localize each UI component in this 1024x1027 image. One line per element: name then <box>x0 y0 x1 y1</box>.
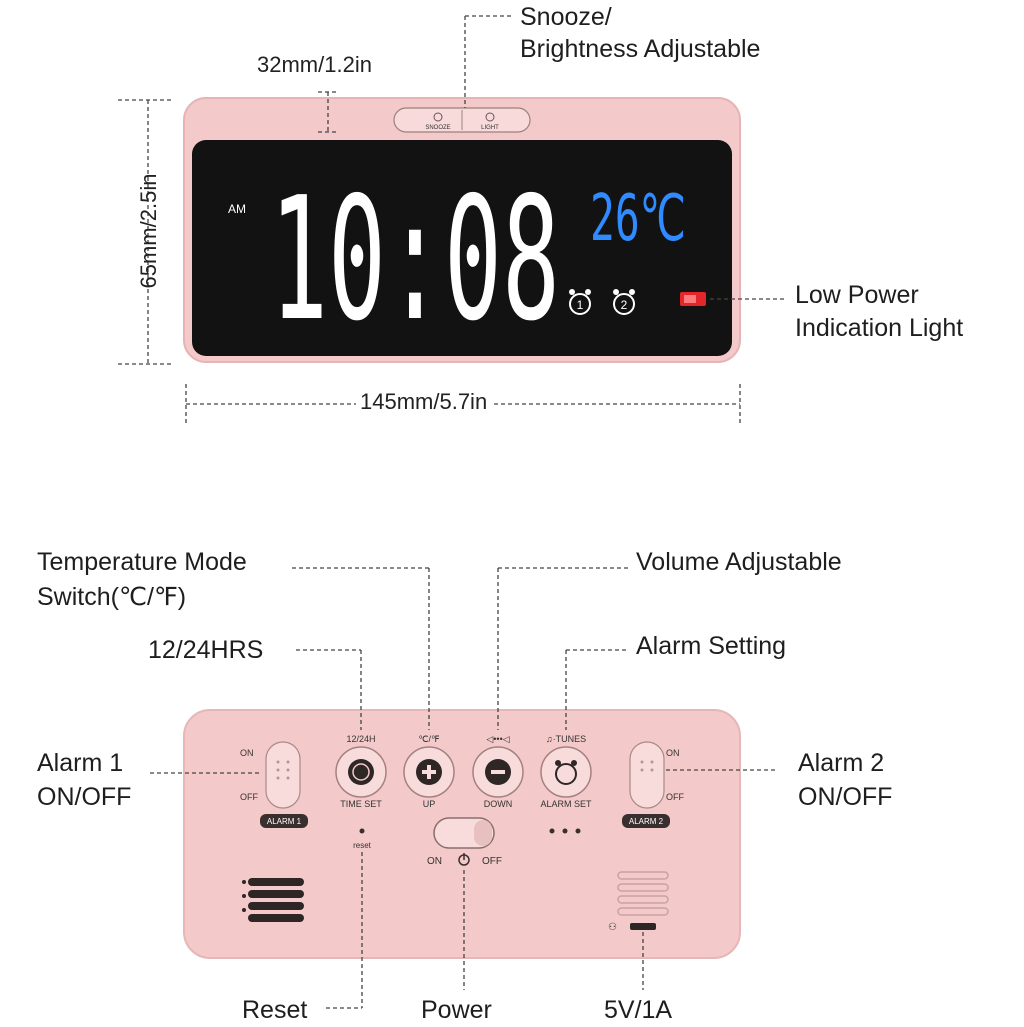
svg-text:UP: UP <box>423 799 436 809</box>
label-volume: Volume Adjustable <box>636 548 842 576</box>
light-icon <box>485 112 495 122</box>
label-12-24hrs: 12/24HRS <box>148 636 264 664</box>
reset-hole <box>359 828 365 834</box>
label-snooze-line2: Brightness Adjustable <box>520 35 761 63</box>
label-low-power-line2: Indication Light <box>795 314 964 342</box>
label-low-power-line1: Low Power <box>795 281 919 309</box>
label-alarm-setting: Alarm Setting <box>636 632 787 660</box>
svg-text:♫·TUNES: ♫·TUNES <box>546 734 586 744</box>
svg-text:ON: ON <box>427 856 442 867</box>
snooze-icon <box>433 112 443 122</box>
svg-text:OFF: OFF <box>482 856 502 867</box>
front-clock: SNOOZE LIGHT AM 10:08 26℃ 1 2 <box>183 97 741 363</box>
label-usb: 5V/1A <box>604 996 673 1024</box>
svg-text:℃/℉: ℃/℉ <box>418 734 440 744</box>
time-display: 10:08 <box>270 161 560 359</box>
speaker-grill-right <box>617 871 669 916</box>
label-snooze-line1: Snooze/ <box>520 3 612 31</box>
clock-icon <box>352 763 370 781</box>
minus-icon <box>491 770 505 774</box>
svg-text:ALARM SET: ALARM SET <box>540 799 592 809</box>
time-set-button: 12/24H TIME SET <box>335 734 387 809</box>
label-reset: Reset <box>242 996 308 1024</box>
alarm-2-icon: 2 <box>613 289 635 315</box>
back-clock: ON OFF ALARM 1 ON OFF ALARM 2 12/24H TIM… <box>183 709 741 959</box>
alarm-clock-icon <box>555 763 577 785</box>
label-alarm2-line2: ON/OFF <box>798 783 893 811</box>
alarm-2-switch <box>629 741 665 809</box>
dim-button-width: 32mm/1.2in <box>257 52 372 78</box>
label-alarm1-line2: ON/OFF <box>37 783 132 811</box>
usb-port <box>630 923 656 930</box>
alarm-set-button: ♫·TUNES ALARM SET <box>540 734 592 809</box>
speaker-grill-left <box>242 878 304 922</box>
svg-text:12/24H: 12/24H <box>346 734 375 744</box>
svg-text:ALARM 2: ALARM 2 <box>629 817 664 826</box>
svg-text:TIME SET: TIME SET <box>340 799 382 809</box>
dim-height: 65mm/2.5in <box>136 173 161 289</box>
svg-text:DOWN: DOWN <box>484 799 513 809</box>
indicator-dots <box>549 828 581 834</box>
svg-text:ON: ON <box>666 748 680 758</box>
alarm-1-icon: 1 <box>569 289 591 315</box>
clock-screen <box>192 140 732 356</box>
svg-text:ALARM 1: ALARM 1 <box>267 817 302 826</box>
svg-text:reset: reset <box>353 841 372 850</box>
svg-text:OFF: OFF <box>240 792 258 802</box>
alarm-1-switch <box>265 741 301 809</box>
dim-width: 145mm/5.7in <box>356 389 492 415</box>
svg-text:◁•••◁: ◁•••◁ <box>486 734 509 744</box>
label-alarm1-line1: Alarm 1 <box>37 749 124 777</box>
svg-text:2: 2 <box>621 298 628 312</box>
temperature-display: 26℃ <box>590 182 686 256</box>
alarm-2-tag <box>622 814 670 828</box>
down-button: ◁•••◁ DOWN <box>472 734 524 809</box>
label-temp-mode-line2: Switch(℃/℉) <box>37 583 187 611</box>
usb-icon: ⚇ <box>608 922 617 933</box>
svg-text:1: 1 <box>577 298 584 312</box>
snooze-button-text: SNOOZE <box>425 125 450 131</box>
light-button-text: LIGHT <box>481 125 499 131</box>
label-temp-mode-line1: Temperature Mode <box>37 548 247 576</box>
svg-text:OFF: OFF <box>666 792 684 802</box>
label-power: Power <box>421 996 492 1024</box>
up-button: ℃/℉ UP <box>403 734 455 809</box>
back-pointer-lines <box>150 567 778 1009</box>
svg-text:ON: ON <box>240 748 254 758</box>
alarm-1-tag <box>260 814 308 828</box>
label-alarm2-line1: Alarm 2 <box>798 749 885 777</box>
ampm-indicator: AM <box>228 202 246 216</box>
